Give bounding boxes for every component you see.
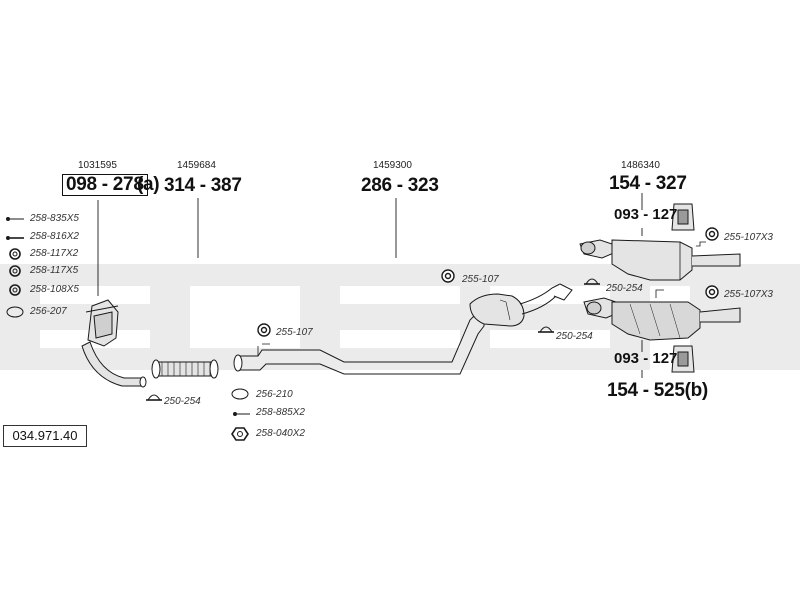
bolt-icon — [6, 236, 24, 240]
hanger-number-upper[interactable]: 093 - 127 — [614, 206, 678, 223]
front-pipe-catalyst — [81, 299, 147, 388]
small-part-d: 255-107X3 — [724, 289, 773, 300]
part-number-2[interactable]: 314 - 387 — [164, 175, 242, 196]
left-list-item-2: 258-816X2 — [30, 231, 79, 242]
gasket-icon — [231, 388, 249, 400]
middle-pipe — [233, 306, 485, 375]
small-part-f: 250-254 — [556, 331, 593, 342]
small-part-h: 256-210 — [256, 389, 293, 400]
small-part-c: 255-107X3 — [724, 232, 773, 243]
ring-icon — [9, 265, 21, 277]
hanger-bracket-upper-icon — [671, 203, 695, 231]
flex-pipe — [151, 359, 219, 379]
rear-silencer-upper — [579, 239, 741, 281]
part-ref-3: 1459300 — [373, 160, 412, 171]
diagram-id-box: 034.971.40 — [3, 425, 87, 447]
rubber-mount-icons — [257, 227, 719, 337]
small-part-b: 255-107 — [462, 274, 499, 285]
part-ref-4: 1486340 — [621, 160, 660, 171]
part-suffix-1: (a) — [137, 174, 160, 195]
left-list-icons — [6, 217, 24, 318]
leader-lines — [97, 193, 643, 378]
rear-silencer-lower — [583, 289, 741, 341]
part-number-4[interactable]: 154 - 327 — [609, 173, 687, 194]
part-number-1[interactable]: 098 - 278 — [62, 174, 148, 196]
ring-icon — [9, 248, 21, 260]
centre-silencer — [469, 283, 573, 327]
left-list-item-4: 258-117X5 — [30, 265, 79, 276]
ring-icon — [9, 284, 21, 296]
small-part-i: 258-885X2 — [256, 407, 305, 418]
bolt-icon — [233, 412, 250, 416]
hanger-bracket-lower-icon — [671, 345, 695, 373]
part-ref-1: 1031595 — [78, 160, 117, 171]
hanger-number-lower[interactable]: 093 - 127 — [614, 350, 678, 367]
small-part-e: 250-254 — [164, 396, 201, 407]
part-number-3[interactable]: 286 - 323 — [361, 175, 439, 196]
left-list-item-6: 256-207 — [30, 306, 67, 317]
small-part-a: 255-107 — [276, 327, 313, 338]
clamp-icons — [146, 278, 600, 401]
left-list-item-1: 258-835X5 — [30, 213, 79, 224]
small-part-j: 258-040X2 — [256, 428, 305, 439]
part-ref-2: 1459684 — [177, 160, 216, 171]
bolt-icon — [6, 217, 24, 221]
gasket-icon — [6, 306, 24, 318]
small-part-g: 250-254 — [606, 283, 643, 294]
left-list-item-5: 258-108X5 — [30, 284, 79, 295]
left-list-item-3: 258-117X2 — [30, 248, 79, 259]
part-number-5[interactable]: 154 - 525(b) — [607, 380, 708, 401]
